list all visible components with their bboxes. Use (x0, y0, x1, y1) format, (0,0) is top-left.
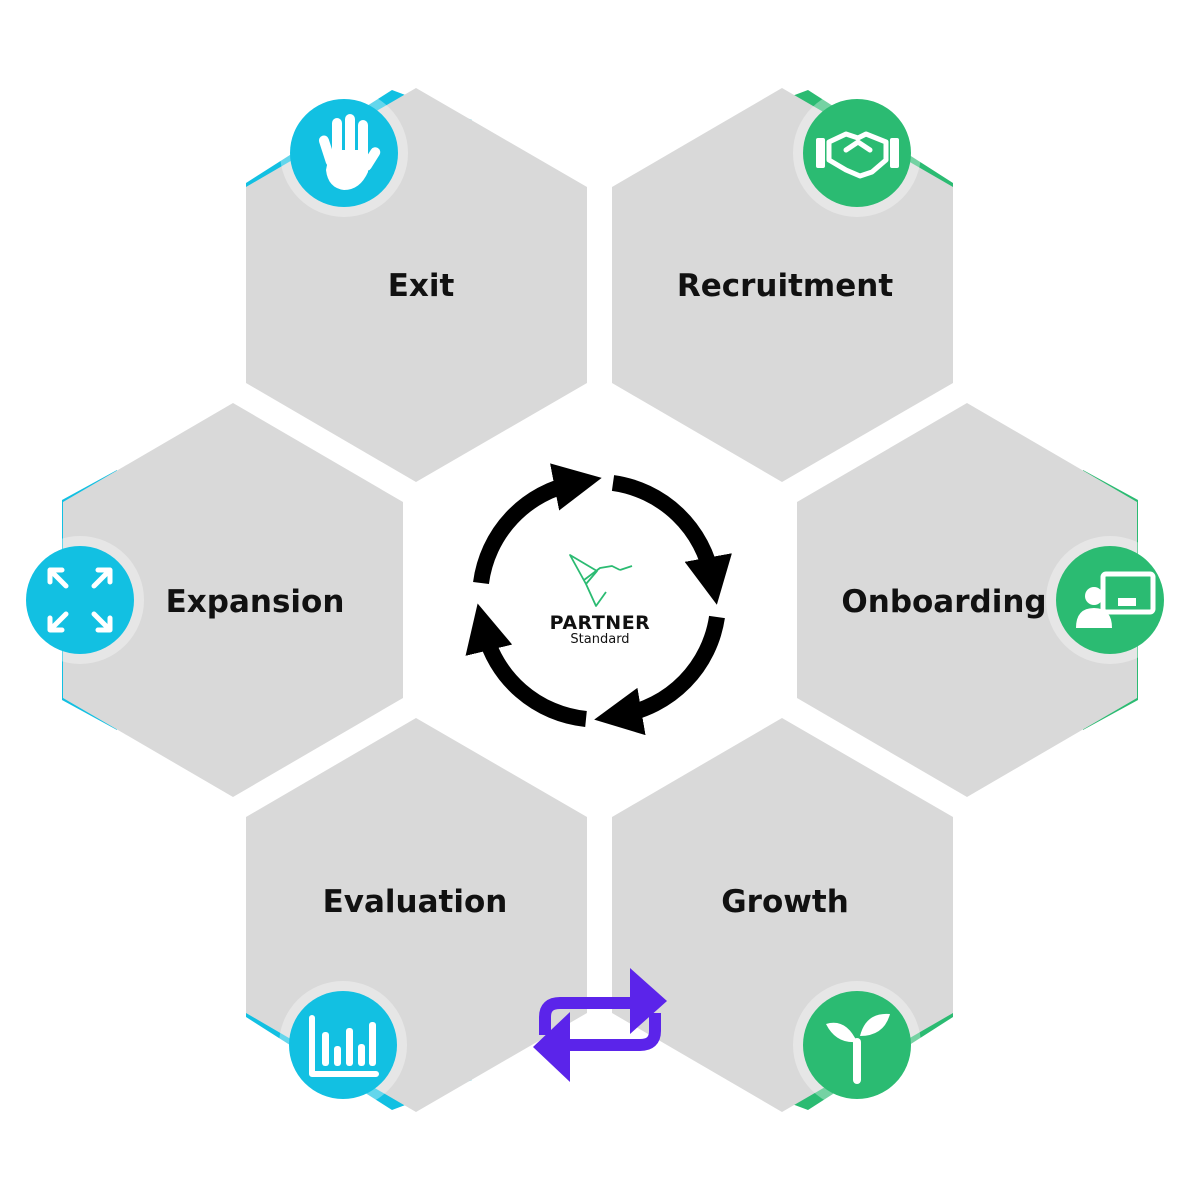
onboarding-icon-badge (1046, 536, 1174, 664)
brand-sub: Standard (570, 632, 629, 647)
exit-label: Exit (388, 268, 455, 304)
recruitment-label: Recruitment (677, 268, 893, 304)
handshake-icon (816, 131, 899, 179)
recruitment-icon-badge (793, 89, 921, 217)
bar-chart-icon (309, 1015, 379, 1077)
hummingbird-icon (569, 554, 633, 607)
circular-arrows-icon (465, 463, 732, 736)
sprout-icon (826, 1013, 890, 1084)
onboarding-label: Onboarding (841, 584, 1046, 620)
swap-arrows-icon (533, 968, 667, 1082)
expansion-icon-badge (16, 536, 144, 664)
growth-label: Growth (721, 884, 849, 920)
onboarding-hexagon (797, 403, 1137, 797)
evaluation-icon-badge (279, 981, 407, 1109)
expansion-hexagon (63, 403, 403, 797)
partner-standard-logo: PARTNER Standard (550, 554, 651, 647)
stage-labels: Exit Recruitment Onboarding Growth Evalu… (166, 268, 1047, 920)
presentation-board-icon (1076, 571, 1156, 628)
brand-name: PARTNER (550, 612, 651, 634)
expansion-label: Expansion (166, 584, 345, 620)
exit-icon-badge (280, 89, 408, 217)
growth-icon-badge (793, 981, 921, 1109)
evaluation-label: Evaluation (323, 884, 508, 920)
expand-arrows-icon (47, 567, 113, 633)
raised-hand-icon (318, 114, 381, 190)
